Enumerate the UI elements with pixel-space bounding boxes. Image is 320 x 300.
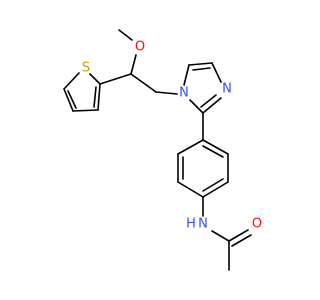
carbonyl-oxygen-label: O — [252, 217, 262, 232]
bond-ch-thiophene — [99, 73, 132, 85]
bond-n1-c5 — [183, 64, 190, 86]
bond-c2-s — [89, 73, 101, 85]
bond-nh-carbonyl — [211, 230, 230, 242]
bond-b4-b5-double — [202, 178, 224, 192]
bond-c5-c4-imid-double — [192, 67, 211, 71]
bond-b4-b5 — [202, 181, 229, 198]
bonds — [63, 29, 252, 271]
methoxy-oxygen-label: O — [135, 40, 145, 55]
bond-ch-ch2 — [130, 73, 157, 93]
bond-carbonyl-o-double — [231, 234, 252, 247]
amide-nitrogen-label: N — [198, 217, 208, 232]
bond-c5-c4-imid — [188, 62, 213, 66]
imidazole-n1-label: N — [179, 86, 189, 101]
bond-c4-c5-double — [67, 90, 77, 109]
bond-c4-n3 — [211, 62, 222, 83]
bond-b1-b2 — [177, 139, 204, 155]
thiophene-sulfur-label: S — [82, 61, 90, 76]
bond-c5-c4 — [63, 88, 74, 112]
bond-n3-c2 — [202, 97, 222, 114]
bond-b6-b1-double — [202, 145, 224, 158]
bond-c3-c2-double — [93, 86, 97, 108]
bond-methyl-o — [118, 29, 133, 41]
atom-labels: O S N N N H O — [82, 40, 262, 232]
bond-ch2-n1 — [155, 91, 178, 95]
bond-s-c5 — [63, 72, 80, 90]
bond-b6-b1 — [202, 139, 229, 155]
amide-hydrogen-label: H — [186, 217, 196, 232]
bond-c3-c2 — [97, 83, 101, 111]
imidazole-n3-label: N — [222, 82, 232, 97]
bond-c4-c3 — [72, 109, 99, 112]
bond-b3-b4 — [177, 181, 204, 198]
bond-c2-n1 — [189, 99, 204, 114]
bond-carbonyl-o — [228, 229, 249, 242]
bond-n3-c2-double — [200, 94, 217, 108]
molecule-structure: O S N N N H O — [63, 29, 262, 271]
bond-o-ch — [130, 54, 137, 75]
